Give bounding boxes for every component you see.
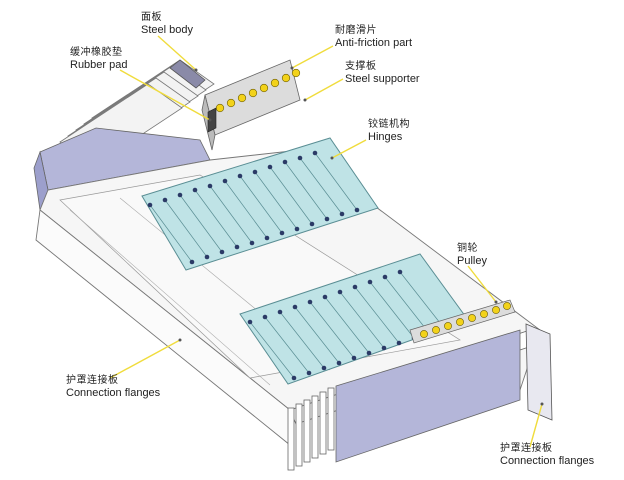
upper-rollers (215, 68, 301, 113)
label-flange-left-en: Connection flanges (66, 387, 161, 399)
lower-rollers (420, 302, 511, 338)
leader-lines (109, 35, 543, 448)
label-steel-body: 面板 Steel body (141, 11, 193, 37)
label-rubber-pad-zh: 缓冲橡胶垫 (70, 47, 123, 58)
label-rubber-pad: 缓冲橡胶垫 Rubber pad (70, 46, 128, 72)
steel-body-top-edge (169, 59, 206, 89)
label-steel-supporter: 支撑板 Steel supporter (345, 60, 420, 86)
right-flange-plate (525, 323, 553, 421)
label-flange-right-zh: 护罩连接板 (500, 443, 553, 454)
label-flange-left-zh: 护罩连接板 (66, 375, 119, 386)
label-steel-supporter-zh: 支撑板 (345, 61, 377, 72)
label-rubber-pad-en: Rubber pad (70, 59, 128, 71)
label-hinges: 铰链机构 Hinges (368, 118, 410, 144)
front-plates (287, 329, 536, 471)
label-hinges-en: Hinges (368, 131, 403, 143)
label-pulley: 铜轮 Pulley (457, 242, 487, 268)
label-steel-body-en: Steel body (141, 24, 193, 36)
upper-hinge-links (149, 152, 358, 263)
upper-hinge-panel (141, 137, 379, 271)
label-anti-friction-en: Anti-friction part (335, 37, 413, 49)
leader-markers (178, 66, 544, 406)
label-connection-flanges-right: 护罩连接板 Connection flanges (500, 442, 594, 468)
label-anti-friction: 耐磨滑片 Anti-friction part (335, 24, 412, 50)
label-hinges-zh: 铰链机构 (368, 119, 410, 130)
upper-hinge-pins (147, 150, 360, 265)
label-pulley-en: Pulley (457, 255, 487, 267)
label-anti-friction-zh: 耐磨滑片 (335, 25, 377, 36)
upper-supporter (201, 59, 301, 151)
lower-hinge-links (249, 271, 445, 379)
label-flange-right-en: Connection flanges (500, 455, 595, 467)
label-steel-supporter-en: Steel supporter (345, 73, 420, 85)
label-steel-body-zh: 面板 (141, 12, 162, 23)
lower-hinge-pins (247, 269, 447, 381)
label-pulley-zh: 铜轮 (457, 243, 478, 254)
label-connection-flanges-left: 护罩连接板 Connection flanges (66, 374, 160, 400)
rubber-pad (207, 107, 217, 133)
